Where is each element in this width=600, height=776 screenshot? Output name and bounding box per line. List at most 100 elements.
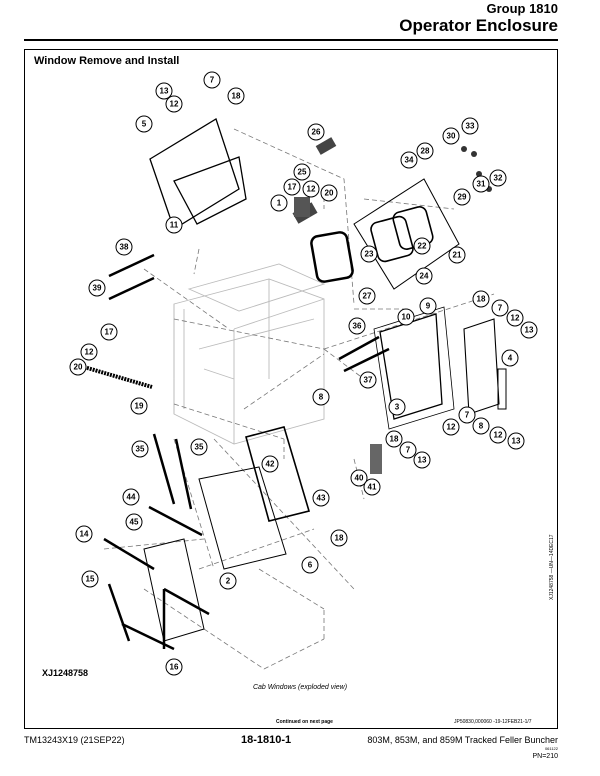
callout-12c: 12 xyxy=(80,343,98,361)
svg-text:28: 28 xyxy=(421,147,430,156)
svg-text:39: 39 xyxy=(93,284,102,293)
svg-text:12: 12 xyxy=(447,423,456,432)
callout-42: 42 xyxy=(261,455,279,473)
roof-vent-glass xyxy=(310,231,354,283)
svg-text:29: 29 xyxy=(458,193,467,202)
svg-text:4: 4 xyxy=(508,354,513,363)
door-glass xyxy=(373,306,507,430)
svg-text:18: 18 xyxy=(232,92,241,101)
svg-text:7: 7 xyxy=(406,446,411,455)
callout-13: 13 xyxy=(155,82,173,100)
svg-text:7: 7 xyxy=(465,411,470,420)
callout-15: 15 xyxy=(81,570,99,588)
callout-34: 34 xyxy=(400,151,418,169)
callout-38: 38 xyxy=(115,238,133,256)
page-title: Operator Enclosure xyxy=(399,16,558,35)
svg-text:31: 31 xyxy=(477,180,486,189)
callout-18: 18 xyxy=(227,87,245,105)
svg-text:6: 6 xyxy=(308,561,313,570)
figure-caption: Cab Windows (exploded view) xyxy=(252,684,348,691)
callout-9: 9 xyxy=(419,297,437,315)
svg-text:13: 13 xyxy=(512,437,521,446)
svg-text:2: 2 xyxy=(226,577,231,586)
callout-10: 10 xyxy=(397,308,415,326)
callout-21: 21 xyxy=(448,246,466,264)
svg-text:26: 26 xyxy=(312,128,321,137)
callout-37: 37 xyxy=(359,371,377,389)
footer-pn: PN=210 xyxy=(532,753,559,760)
svg-text:21: 21 xyxy=(453,251,462,260)
svg-text:25: 25 xyxy=(298,168,307,177)
footer-page-number: 18-1810-1 xyxy=(241,734,292,746)
callout-6: 6 xyxy=(301,556,319,574)
callout-45: 45 xyxy=(125,513,143,531)
document-reference: JP50830,000060 -19-12FEB21-1/7 xyxy=(454,719,532,725)
svg-text:38: 38 xyxy=(120,243,129,252)
svg-text:12: 12 xyxy=(307,185,316,194)
callout-18c: 18 xyxy=(385,430,403,448)
callout-19: 19 xyxy=(130,397,148,415)
callout-11: 11 xyxy=(165,216,183,234)
callout-13d: 13 xyxy=(507,432,525,450)
side-glass-strip xyxy=(83,197,310,389)
svg-text:8: 8 xyxy=(479,422,484,431)
svg-text:43: 43 xyxy=(317,494,326,503)
callout-43: 43 xyxy=(312,489,330,507)
svg-text:36: 36 xyxy=(353,322,362,331)
svg-text:34: 34 xyxy=(405,156,414,165)
svg-text:17: 17 xyxy=(288,183,297,192)
callout-44: 44 xyxy=(122,488,140,506)
callout-2: 2 xyxy=(219,572,237,590)
svg-text:20: 20 xyxy=(74,363,83,372)
callout-12e: 12 xyxy=(442,418,460,436)
footer-machine-name: 803M, 853M, and 859M Tracked Feller Bunc… xyxy=(367,735,558,745)
figure-frame xyxy=(24,49,558,729)
callout-41: 41 xyxy=(363,478,381,496)
svg-text:32: 32 xyxy=(494,174,503,183)
callout-4: 4 xyxy=(501,349,519,367)
section-title: Window Remove and Install xyxy=(34,55,180,67)
svg-text:18: 18 xyxy=(477,295,486,304)
callout-29: 29 xyxy=(453,188,471,206)
callout-20: 20 xyxy=(320,184,338,202)
callout-31: 31 xyxy=(472,175,490,193)
callout-17: 17 xyxy=(283,178,301,196)
cab-frame xyxy=(173,263,326,445)
callout-22: 22 xyxy=(413,237,431,255)
svg-text:10: 10 xyxy=(402,313,411,322)
svg-text:14: 14 xyxy=(80,530,89,539)
svg-text:12: 12 xyxy=(494,431,503,440)
callout-3: 3 xyxy=(388,398,406,416)
callout-12b: 12 xyxy=(302,180,320,198)
callout-1: 1 xyxy=(270,194,288,212)
roof-hatch-frame xyxy=(353,178,460,290)
callout-35b: 35 xyxy=(190,438,208,456)
callout-labels: 13 7 12 18 5 11 26 25 17 12 20 1 33 30 2… xyxy=(69,71,538,676)
figure-side-id: XJ1248758 —UN—14DEC17 xyxy=(549,534,555,600)
callout-7d: 7 xyxy=(458,406,476,424)
callout-14: 14 xyxy=(75,525,93,543)
callout-12: 12 xyxy=(165,95,183,113)
svg-text:27: 27 xyxy=(363,292,372,301)
svg-text:18: 18 xyxy=(390,435,399,444)
svg-text:3: 3 xyxy=(395,403,400,412)
svg-text:7: 7 xyxy=(498,304,503,313)
svg-text:12: 12 xyxy=(170,100,179,109)
svg-text:19: 19 xyxy=(135,402,144,411)
svg-text:42: 42 xyxy=(266,460,275,469)
svg-text:24: 24 xyxy=(420,272,429,281)
svg-text:13: 13 xyxy=(525,326,534,335)
svg-text:8: 8 xyxy=(319,393,324,402)
svg-text:17: 17 xyxy=(105,328,114,337)
svg-text:35: 35 xyxy=(195,443,204,452)
svg-text:13: 13 xyxy=(160,87,169,96)
callout-36: 36 xyxy=(348,317,366,335)
svg-text:5: 5 xyxy=(142,120,147,129)
continued-note: Continued on next page xyxy=(276,719,333,725)
wiper-bracket xyxy=(370,444,382,474)
callout-33: 33 xyxy=(461,117,479,135)
svg-text:20: 20 xyxy=(325,189,334,198)
rear-window-glass xyxy=(173,156,247,225)
callout-8b: 8 xyxy=(472,417,490,435)
svg-text:13: 13 xyxy=(418,456,427,465)
